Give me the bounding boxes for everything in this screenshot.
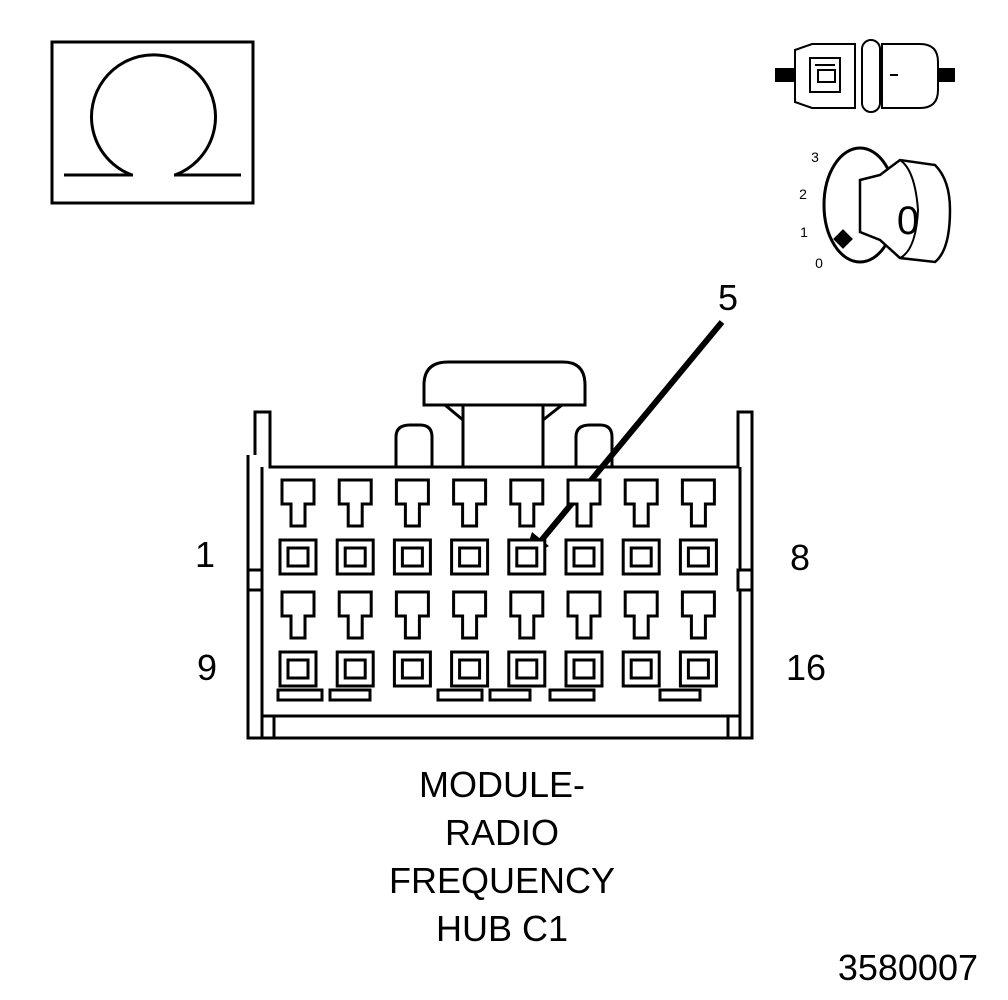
pin-label-8: 8 [790, 537, 810, 578]
pin-label-16: 16 [786, 647, 826, 688]
connector-foot-right [726, 714, 742, 740]
pin-latch-3 [394, 478, 430, 528]
disconnected-connector-icon [775, 39, 955, 113]
connector-rib [276, 688, 324, 702]
pin-terminal-8 [686, 546, 710, 568]
caption-line: MODULE- [419, 764, 585, 805]
pin-label-9: 9 [197, 647, 217, 688]
pin-terminal-16 [686, 658, 710, 680]
pin-latch-10 [337, 590, 373, 640]
pin-terminal-10 [343, 658, 367, 680]
pin-terminal-11 [400, 658, 424, 680]
pin-latch-9 [280, 590, 316, 640]
pin-terminal-12 [458, 658, 482, 680]
pin-terminal-7 [629, 546, 653, 568]
ignition-key-label: 0 [897, 199, 919, 243]
pin-terminal-1 [286, 546, 310, 568]
pin-latch-16 [680, 590, 716, 640]
connector-rib [436, 688, 484, 702]
pin-cavity-10 [335, 650, 375, 688]
pin-cavity-2 [335, 538, 375, 576]
ignition-position-1: 1 [800, 224, 808, 240]
pin-terminal-4 [458, 546, 482, 568]
pin-latch-1 [280, 478, 316, 528]
pin-latch-7 [623, 478, 659, 528]
pin-label-1: 1 [195, 534, 215, 575]
connector-rib [488, 688, 532, 702]
pin-latch-12 [452, 590, 488, 640]
pin-latch-15 [623, 590, 659, 640]
pin-cavity-15 [621, 650, 661, 688]
ignition-key-icon: 3 2 1 0 0 [799, 146, 952, 271]
ignition-position-2: 2 [799, 186, 807, 202]
connector-caption: MODULE- RADIO FREQUENCY HUB C1 [389, 764, 615, 949]
pin-latch-5 [509, 478, 545, 528]
pin-latch-13 [509, 590, 545, 640]
pin-terminal-2 [343, 546, 367, 568]
pin-terminal-6 [572, 546, 596, 568]
connector-rib [328, 688, 372, 702]
pin-latch-2 [337, 478, 373, 528]
connector-foot-left [260, 714, 276, 740]
pin-terminal-3 [400, 546, 424, 568]
pin-terminal-9 [286, 658, 310, 680]
caption-line: FREQUENCY [389, 860, 615, 901]
pin-terminal-14 [572, 658, 596, 680]
pin-latch-11 [394, 590, 430, 640]
pin-latch-6 [566, 478, 602, 528]
pin-latch-4 [452, 478, 488, 528]
caption-line: HUB C1 [436, 908, 568, 949]
pin-latch-8 [680, 478, 716, 528]
pin-terminal-5 [515, 546, 539, 568]
pin-terminal-13 [515, 658, 539, 680]
pin-latch-14 [566, 590, 602, 640]
figure-id: 3580007 [838, 947, 978, 988]
caption-line: RADIO [445, 812, 559, 853]
pin-terminal-15 [629, 658, 653, 680]
ignition-position-3: 3 [811, 149, 819, 165]
connector-rib [658, 688, 702, 702]
pin-cavity-14 [564, 650, 604, 688]
ignition-position-0: 0 [815, 255, 823, 271]
callout-label: 5 [718, 277, 738, 318]
connector-face [246, 360, 754, 740]
ohm-symbol-icon [50, 40, 255, 205]
connector-rib [548, 688, 596, 702]
